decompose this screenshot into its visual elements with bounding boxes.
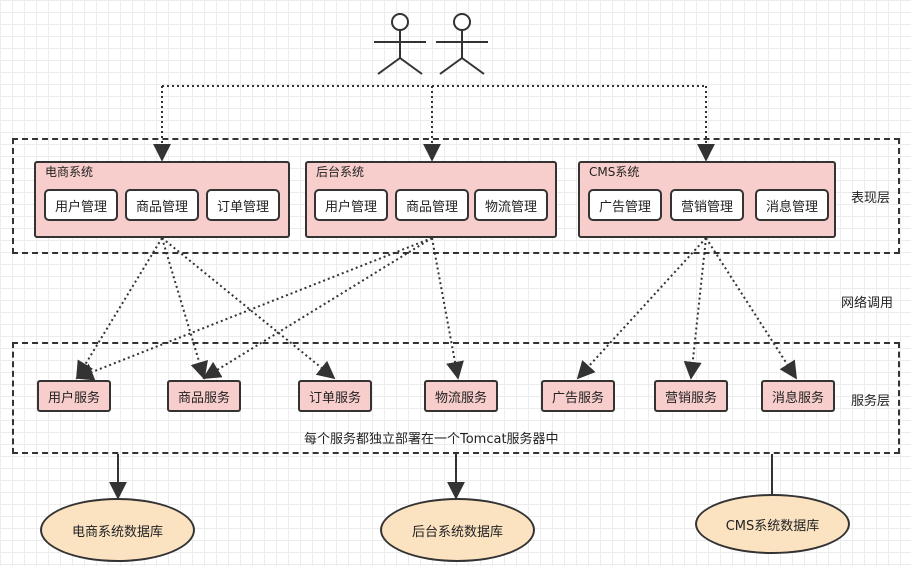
call-link-line [161, 237, 336, 380]
user-actor-icon [436, 13, 488, 75]
call-link-line [75, 237, 433, 381]
presentation-layer [12, 138, 900, 254]
service-box[interactable]: 营销服务 [654, 380, 728, 412]
service-box[interactable]: 订单服务 [298, 380, 372, 412]
system-ecommerce[interactable]: 电商系统 用户管理 商品管理 订单管理 [34, 161, 290, 238]
call-link-line [76, 237, 163, 380]
system-title: 后台系统 [316, 165, 365, 179]
service-box[interactable]: 消息服务 [761, 380, 835, 412]
module-box[interactable]: 订单管理 [206, 189, 280, 221]
presentation-layer-label: 表现层 [851, 191, 891, 206]
system-backend[interactable]: 后台系统 用户管理 商品管理 物流管理 [305, 161, 557, 238]
system-cms[interactable]: CMS系统 广告管理 营销管理 消息管理 [578, 161, 836, 238]
network-call-label: 网络调用 [841, 296, 894, 311]
service-box[interactable]: 物流服务 [424, 380, 498, 412]
database-ecommerce[interactable]: 电商系统数据库 [40, 498, 195, 562]
module-box[interactable]: 用户管理 [44, 189, 118, 221]
service-layer [12, 342, 900, 454]
module-box[interactable]: 用户管理 [314, 189, 388, 221]
service-box[interactable]: 用户服务 [37, 380, 111, 412]
database-cms[interactable]: CMS系统数据库 [695, 494, 850, 554]
database-backend[interactable]: 后台系统数据库 [380, 498, 535, 562]
module-box[interactable]: 商品管理 [125, 189, 199, 221]
call-link-line [161, 237, 208, 380]
call-link-line [683, 237, 707, 380]
service-box[interactable]: 商品服务 [167, 380, 241, 412]
service-note: 每个服务都独立部署在一个Tomcat服务器中 [304, 432, 559, 447]
call-link-line [431, 237, 464, 380]
user-actor-icon [374, 13, 426, 75]
system-title: CMS系统 [589, 165, 640, 179]
module-box[interactable]: 营销管理 [670, 189, 744, 221]
system-title: 电商系统 [45, 165, 94, 179]
service-box[interactable]: 广告服务 [541, 380, 615, 412]
service-layer-label: 服务层 [851, 394, 891, 409]
module-box[interactable]: 物流管理 [474, 189, 548, 221]
module-box[interactable]: 消息管理 [755, 189, 829, 221]
call-link-line [576, 237, 707, 380]
module-box[interactable]: 广告管理 [588, 189, 662, 221]
module-box[interactable]: 商品管理 [395, 189, 469, 221]
